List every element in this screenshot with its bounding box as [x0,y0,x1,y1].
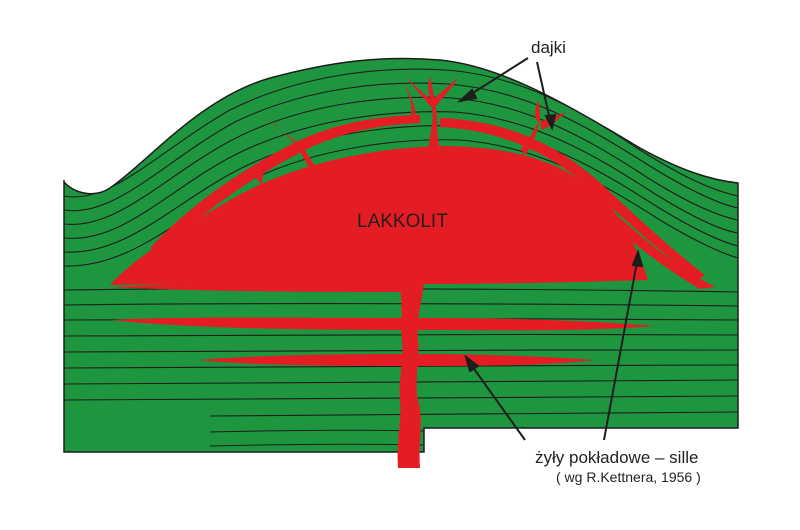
laccolith-label: LAKKOLIT [357,211,448,232]
dike-right [520,118,540,154]
source-label: ( wg R.Kettnera, 1956 ) [556,469,701,485]
dikes-label: dajki [531,38,566,57]
sill-upper [112,317,655,331]
sills-arrows [464,248,644,441]
dikes-arrows [456,57,557,131]
laccolith-body [110,146,648,285]
magma-intrusion [110,76,715,468]
dike-left [268,118,302,150]
dike-center [428,76,440,150]
sill-lower [198,354,595,366]
sills-label: żyły pokładowe – sille [535,448,698,467]
